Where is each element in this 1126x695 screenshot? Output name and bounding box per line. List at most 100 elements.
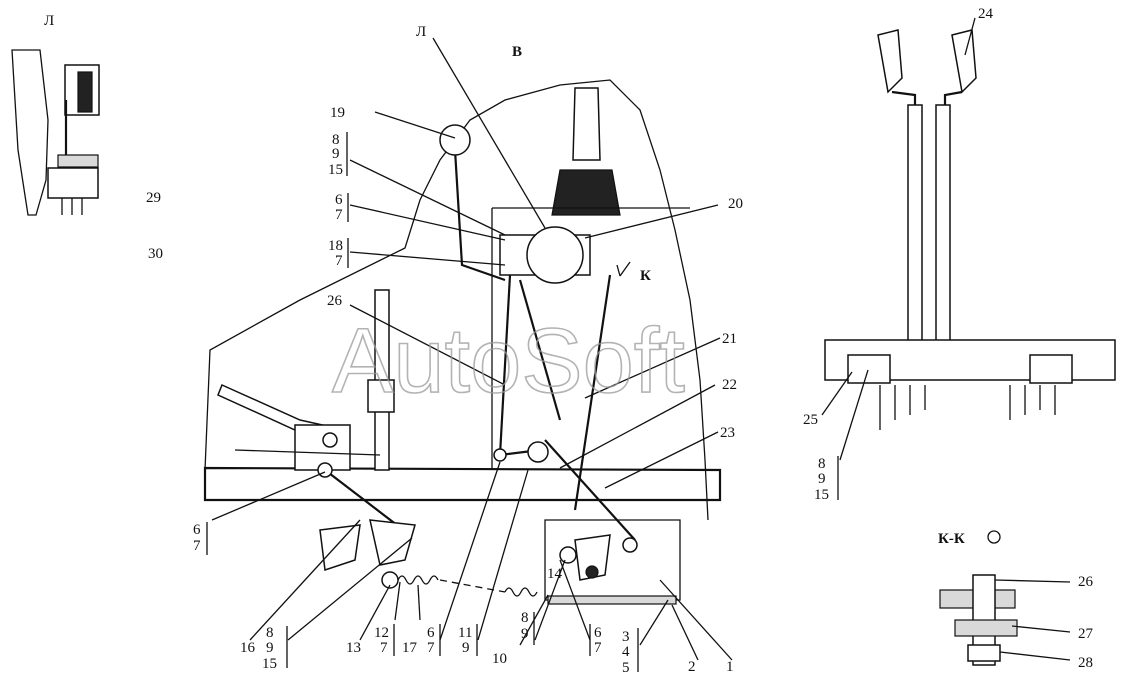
callout-19: 19 xyxy=(330,105,345,121)
leader-kk-26 xyxy=(994,579,1071,583)
main-view-v xyxy=(203,37,733,661)
rod-23 xyxy=(544,439,636,541)
view-l-label: Л xyxy=(44,13,54,29)
shift-pivot-housing xyxy=(526,226,584,284)
mount-block-right xyxy=(1029,354,1073,384)
stack-line: 3 xyxy=(622,629,630,645)
left-tube xyxy=(907,104,923,346)
leader-21 xyxy=(584,337,721,399)
stack-line: 7 xyxy=(594,640,602,656)
switch-pins xyxy=(61,198,83,215)
stack-8-9-bottom: 8 9 xyxy=(521,610,535,645)
stack-11-9: 11 9 xyxy=(458,624,478,656)
right-tube xyxy=(935,104,951,346)
leader-6-7-c xyxy=(559,559,591,641)
joint-b xyxy=(527,441,549,463)
gearbox-bolt xyxy=(585,565,599,579)
watermark: AutoSoft xyxy=(332,310,685,412)
stack-line: 7 xyxy=(427,640,435,656)
callout-13: 13 xyxy=(346,640,361,656)
stack-line: 5 xyxy=(622,660,630,676)
stack-line: 6 xyxy=(594,625,602,641)
leader-8-9-15-right xyxy=(839,369,869,461)
stack-12-7: 12 7 xyxy=(374,624,395,656)
lever-19-rod xyxy=(453,149,506,282)
detail-view-right xyxy=(821,17,1116,461)
stack-line: 8 xyxy=(266,625,274,641)
stack-6-7-left: 6 7 xyxy=(193,522,208,555)
callout-1: 1 xyxy=(726,659,734,675)
mount-frame xyxy=(491,207,690,470)
stack-line: 9 xyxy=(818,471,826,487)
kk-marker-circle xyxy=(987,530,1001,544)
post-sleeve xyxy=(367,379,395,413)
rod-26 xyxy=(498,274,512,456)
callout-26-kk: 26 xyxy=(1078,574,1094,590)
stack-line: 15 xyxy=(262,656,277,672)
leader-3-4-5 xyxy=(639,599,669,646)
callout-30: 30 xyxy=(148,246,163,262)
leader-8-9-15-b xyxy=(287,537,413,641)
leader-18-7 xyxy=(349,251,506,266)
joint-d xyxy=(559,546,577,564)
callout-16: 16 xyxy=(240,640,256,656)
gearbox-housing xyxy=(544,519,681,601)
leader-24 xyxy=(964,17,976,56)
cabin-outline xyxy=(204,79,709,521)
callout-21: 21 xyxy=(722,331,737,347)
gearbox-hatched-base xyxy=(547,595,677,605)
section-kk xyxy=(939,530,1071,666)
kk-bushing xyxy=(954,619,1018,637)
leader-8-9-15 xyxy=(349,159,506,236)
callout-24: 24 xyxy=(978,6,994,22)
leader-6-7 xyxy=(349,204,506,241)
pedal-pivot xyxy=(322,432,338,448)
leader-26 xyxy=(349,304,506,386)
stack-18-7: 18 7 xyxy=(328,238,349,269)
stack-8-9-15-right: 8 9 15 xyxy=(814,456,839,503)
callout-10: 10 xyxy=(492,651,507,667)
leader-20 xyxy=(584,204,719,239)
bracket-insert xyxy=(77,71,93,113)
rod-21 xyxy=(518,279,562,421)
arrow-k-label: К xyxy=(640,268,651,284)
callout-25: 25 xyxy=(803,412,818,428)
callout-28: 28 xyxy=(1078,655,1093,671)
leader-8-9-b xyxy=(534,559,566,641)
stack-line: 12 xyxy=(374,625,389,641)
stack-line: 6 xyxy=(193,522,201,538)
mount-block-25 xyxy=(847,354,891,384)
leader-1 xyxy=(659,579,733,661)
leader-22 xyxy=(559,384,716,469)
stack-line: 7 xyxy=(335,207,343,223)
stack-line: 8 xyxy=(521,610,529,626)
kk-nut xyxy=(967,644,1001,662)
joint-c xyxy=(622,537,638,553)
callout-14: 14 xyxy=(547,566,563,582)
stack-line: 7 xyxy=(335,253,343,269)
pedal-joint xyxy=(317,462,333,478)
stack-line: 4 xyxy=(622,644,630,660)
stack-6-7-bottom-a: 6 7 xyxy=(427,624,441,656)
leader-11-9 xyxy=(477,469,529,641)
gear-shift-handle xyxy=(572,87,601,161)
leader-kk-27 xyxy=(1011,625,1071,633)
pedal-bracket xyxy=(294,424,351,471)
leader-17 xyxy=(417,584,421,621)
callout-2: 2 xyxy=(688,659,696,675)
callout-26-main: 26 xyxy=(327,293,343,309)
joint-a xyxy=(493,448,507,462)
stack-line: 8 xyxy=(332,132,340,148)
view-v-label: В xyxy=(512,44,522,60)
callout-22: 22 xyxy=(722,377,737,393)
callout-27: 27 xyxy=(1078,626,1094,642)
leader-12-7 xyxy=(394,581,401,621)
callout-23: 23 xyxy=(720,425,735,441)
callout-20: 20 xyxy=(728,196,743,212)
stack-line: 7 xyxy=(380,640,388,656)
stack-line: 11 xyxy=(458,625,472,641)
leader-6-7-left xyxy=(211,471,326,521)
handle-left-grip xyxy=(877,29,903,94)
stack-line: 8 xyxy=(818,456,826,472)
